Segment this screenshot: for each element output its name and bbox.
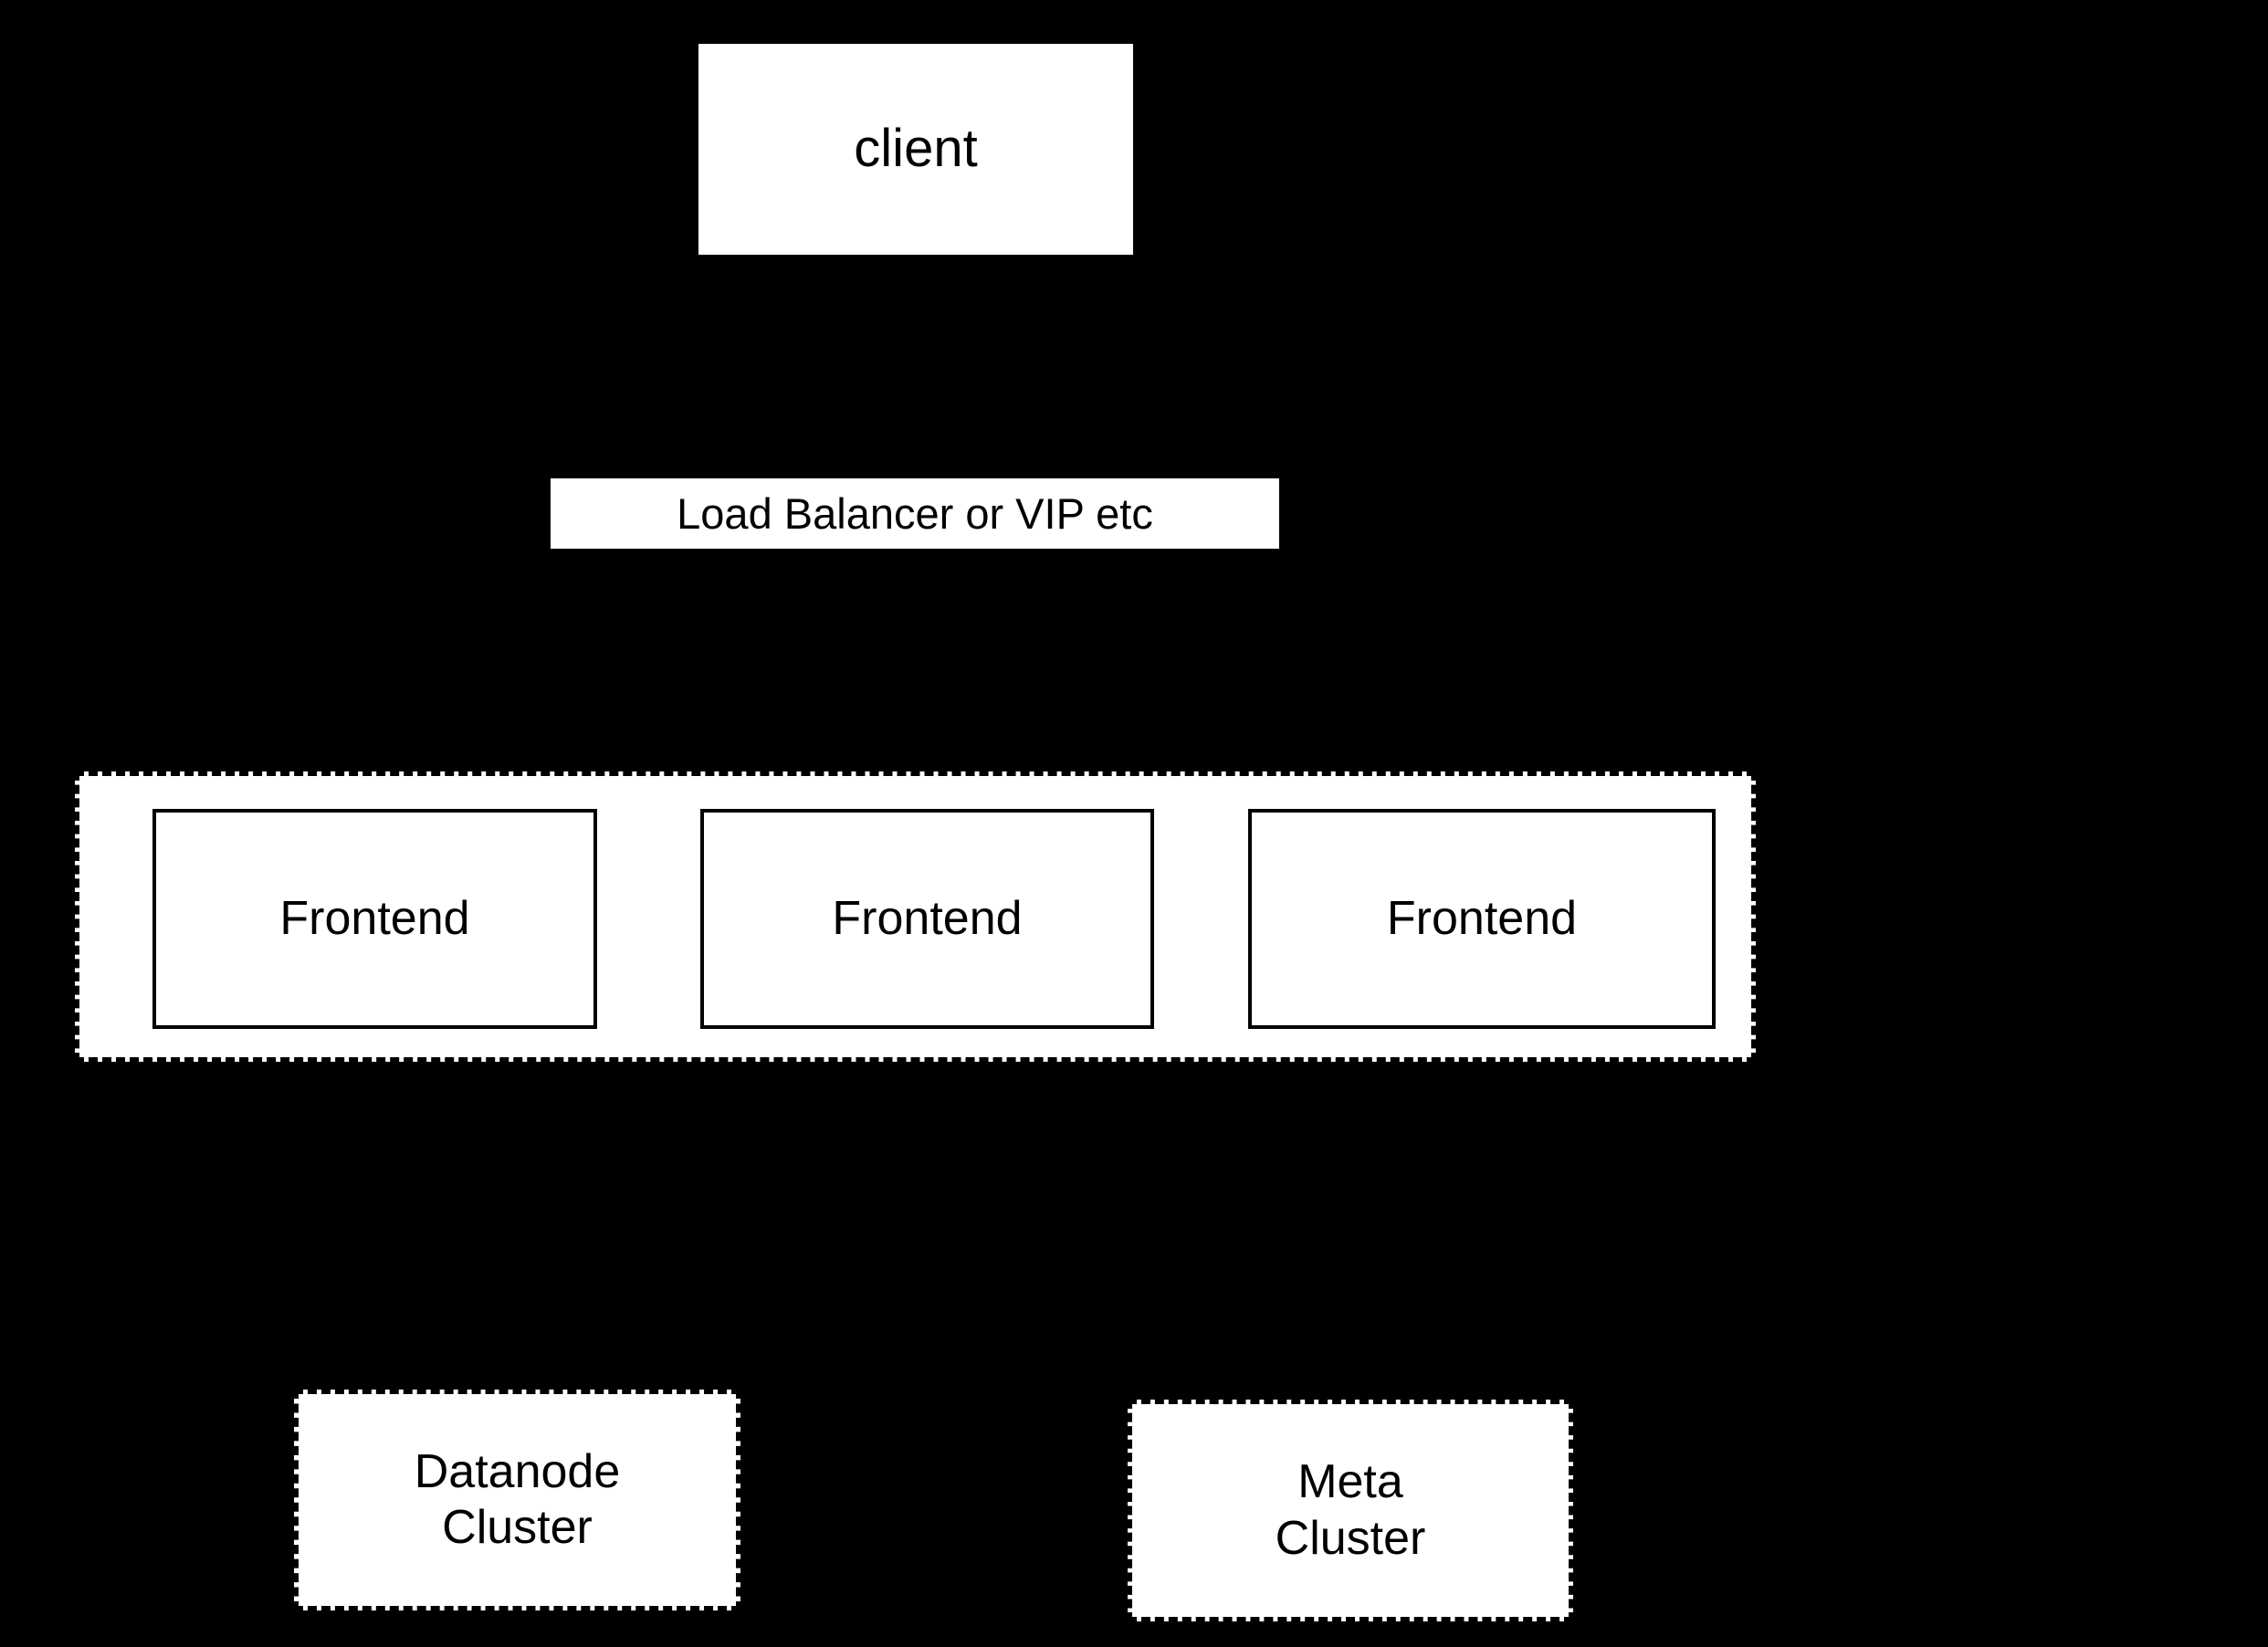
node-datanode-cluster-label: Datanode Cluster <box>414 1444 621 1554</box>
node-client[interactable]: client <box>698 44 1133 255</box>
node-datanode-cluster[interactable]: Datanode Cluster <box>294 1390 740 1610</box>
node-frontend-3[interactable]: Frontend <box>1248 809 1716 1029</box>
node-load-balancer-label: Load Balancer or VIP etc <box>677 488 1153 538</box>
node-frontend-3-label: Frontend <box>1386 891 1578 945</box>
node-frontend-1-label: Frontend <box>279 891 470 945</box>
node-frontend-cluster[interactable]: Frontend Frontend Frontend <box>75 771 1756 1062</box>
node-frontend-2[interactable]: Frontend <box>700 809 1154 1029</box>
node-load-balancer[interactable]: Load Balancer or VIP etc <box>551 478 1279 549</box>
node-meta-cluster[interactable]: Meta Cluster <box>1128 1400 1573 1621</box>
node-client-label: client <box>854 119 978 179</box>
node-frontend-1[interactable]: Frontend <box>152 809 597 1029</box>
node-meta-cluster-label: Meta Cluster <box>1275 1455 1426 1565</box>
node-frontend-2-label: Frontend <box>832 891 1023 945</box>
